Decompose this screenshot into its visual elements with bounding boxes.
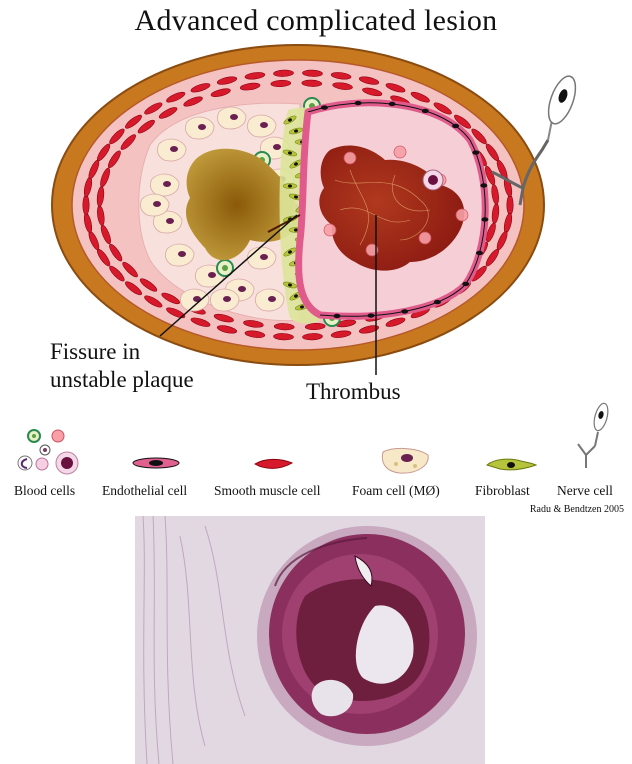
foam-cell bbox=[165, 244, 194, 266]
red-blood-cell bbox=[456, 209, 468, 221]
red-blood-cell bbox=[324, 224, 336, 236]
endothelial-nucleus bbox=[434, 300, 441, 304]
red-blood-cell bbox=[344, 152, 356, 164]
legend-label-fibroblast: Fibroblast bbox=[475, 483, 530, 499]
legend-label-endothelial-cell: Endothelial cell bbox=[102, 483, 187, 499]
red-blood-cell bbox=[394, 146, 406, 158]
endothelial-nucleus bbox=[452, 124, 459, 128]
legend-label-foam-cell: Foam cell (MØ) bbox=[352, 483, 440, 499]
endothelial-nucleus bbox=[462, 282, 469, 286]
thrombus-label: Thrombus bbox=[306, 378, 401, 405]
endothelial-nucleus bbox=[389, 102, 396, 106]
legend-foam-cell-icon bbox=[382, 448, 428, 473]
histology-micrograph bbox=[135, 516, 485, 764]
foam-cell bbox=[185, 117, 214, 139]
foam-cell bbox=[150, 174, 179, 196]
legend-blood-cells-icon bbox=[18, 430, 78, 474]
smooth-muscle-cell bbox=[83, 195, 89, 215]
foam-cell bbox=[217, 107, 246, 129]
credit-text: Radu & Bendtzen 2005 bbox=[530, 504, 624, 515]
fissure-label-line1: Fissure in bbox=[50, 338, 140, 365]
endothelial-nucleus bbox=[481, 217, 488, 221]
lesion-diagram bbox=[0, 0, 632, 520]
smooth-muscle-cell bbox=[507, 195, 513, 215]
red-blood-cell bbox=[419, 232, 431, 244]
endothelial-nucleus bbox=[334, 314, 341, 318]
foam-cell bbox=[247, 247, 276, 269]
legend-label-smooth-muscle-cell: Smooth muscle cell bbox=[214, 483, 320, 499]
endothelial-nucleus bbox=[355, 101, 362, 105]
endothelial-nucleus bbox=[422, 109, 429, 113]
legend-icons bbox=[18, 402, 610, 474]
legend-label-blood-cells: Blood cells bbox=[14, 483, 75, 499]
fissure-label-line2: unstable plaque bbox=[50, 366, 194, 393]
endothelial-nucleus bbox=[472, 150, 479, 154]
legend-nerve-cell-icon bbox=[578, 402, 610, 468]
fibroblast bbox=[283, 184, 297, 189]
endothelial-nucleus bbox=[480, 183, 487, 187]
foam-cell bbox=[247, 115, 276, 137]
endothelial-nucleus bbox=[368, 313, 375, 317]
foam-cell bbox=[255, 289, 284, 311]
foam-cell bbox=[157, 139, 186, 161]
legend-label-nerve-cell: Nerve cell bbox=[557, 483, 613, 499]
endothelial-nucleus bbox=[321, 105, 328, 109]
legend-fibroblast-icon bbox=[487, 459, 536, 470]
endothelial-nucleus bbox=[401, 309, 408, 313]
endothelial-nucleus bbox=[476, 251, 483, 255]
foam-cell bbox=[140, 194, 169, 216]
foam-cell bbox=[210, 289, 239, 311]
monocyte bbox=[423, 170, 443, 190]
legend-endothelial-cell-icon bbox=[133, 458, 179, 468]
artery-cross-section bbox=[52, 45, 544, 365]
legend-smooth-muscle-cell-icon bbox=[255, 459, 292, 468]
foam-cell bbox=[180, 289, 209, 311]
